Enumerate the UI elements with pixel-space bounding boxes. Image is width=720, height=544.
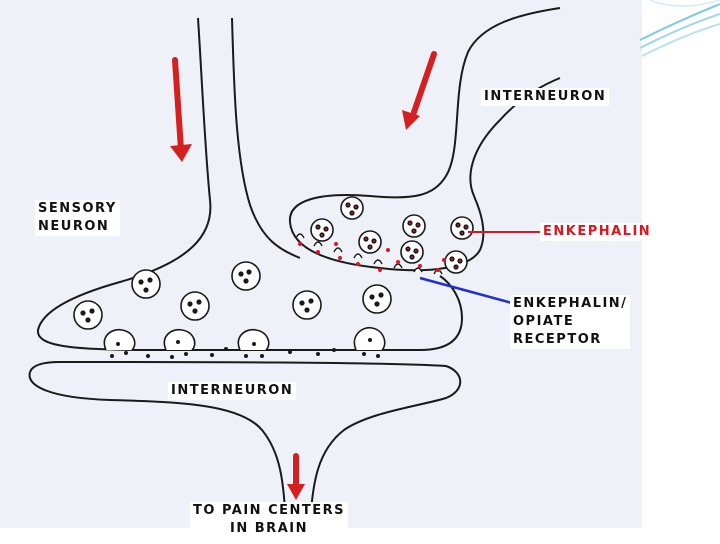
down-arrow-icon (402, 51, 437, 130)
label-enkephalin: ENKEPHALIN (540, 223, 655, 241)
diagram-backdrop (0, 0, 642, 528)
label-sensory-line1: SENSORY (38, 201, 117, 216)
fusing-vesicle (237, 328, 270, 351)
label-interneuron-bottom: INTERNEURON (168, 382, 297, 400)
sensory-vesicle (131, 269, 161, 299)
sensory-neuron-inner-membrane (231, 17, 301, 259)
label-interneuron-top: INTERNEURON (481, 88, 610, 106)
bottom-interneuron-membrane (28, 371, 287, 529)
enkephalin-vesicle (400, 240, 424, 264)
fusing-vesicle (103, 328, 136, 351)
released-neurotransmitter (110, 338, 380, 359)
enkephalin-vesicle (310, 218, 334, 242)
enkephalin-vesicle (402, 214, 426, 238)
label-pain-line2: IN BRAIN (230, 521, 308, 536)
label-sensory-neuron: SENSORY NEURON (35, 200, 120, 236)
fusing-vesicles (103, 326, 386, 351)
sensory-vesicles (73, 261, 392, 330)
sensory-neuron-membrane (36, 17, 464, 351)
enkephalin-vesicles (310, 196, 474, 274)
sensory-vesicle (73, 300, 103, 330)
label-to-pain-centers: TO PAIN CENTERS IN BRAIN (190, 502, 349, 538)
sensory-vesicle (231, 261, 261, 291)
enkephalin-vesicle (450, 216, 474, 240)
sensory-vesicle (180, 291, 210, 321)
enkephalin-vesicle (340, 196, 364, 220)
label-receptor-line2: OPIATE (513, 314, 575, 329)
label-enkephalin-opiate-receptor: ENKEPHALIN/ OPIATE RECEPTOR (510, 295, 631, 349)
released-enkephalin (298, 242, 446, 272)
down-arrow-icon (170, 57, 192, 162)
sensory-vesicle (292, 290, 322, 320)
label-pain-line1: TO PAIN CENTERS (193, 503, 346, 518)
label-sensory-line2: NEURON (38, 219, 110, 234)
down-arrow-icon (287, 453, 305, 500)
bottom-interneuron-membrane-right (29, 360, 462, 529)
enkephalin-vesicle (444, 250, 468, 274)
enkephalin-vesicle (358, 230, 382, 254)
label-receptor-line3: RECEPTOR (513, 332, 602, 347)
corner-accent-decoration (639, 0, 720, 57)
fusing-vesicle (163, 328, 196, 351)
top-interneuron-membrane (288, 7, 561, 272)
sensory-vesicle (362, 284, 392, 314)
receptor-leader-line (419, 276, 513, 305)
label-receptor-line1: ENKEPHALIN/ (513, 296, 628, 311)
